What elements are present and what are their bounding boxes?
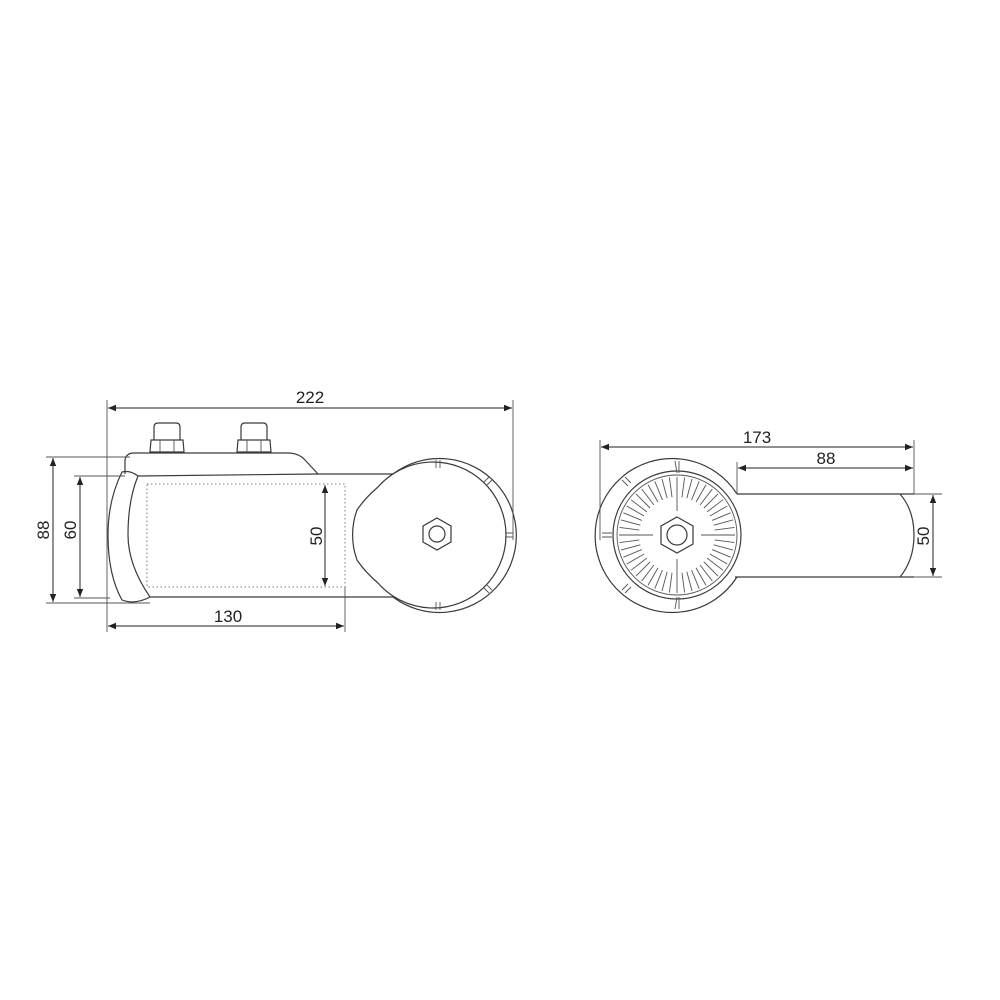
- top-inner-rim: [616, 474, 738, 596]
- fin-line: [709, 505, 728, 517]
- fin-line: [654, 481, 663, 501]
- fin-line: [668, 572, 673, 593]
- fin-line: [681, 477, 686, 498]
- top-view: 173 88 50: [594, 428, 942, 614]
- dim-label-overall-length: 222: [296, 388, 324, 407]
- dim-label-insertion-depth: 130: [214, 607, 242, 626]
- fin-line: [619, 539, 640, 544]
- fin-line: [706, 499, 724, 513]
- fin-line: [681, 572, 686, 593]
- fin-line: [713, 519, 734, 526]
- fin-line: [686, 571, 693, 592]
- fin-line: [713, 544, 734, 551]
- fin-line: [668, 477, 673, 498]
- fin-line: [635, 561, 651, 577]
- fin-line: [661, 478, 668, 499]
- fin-line: [695, 484, 707, 503]
- fin-line: [714, 539, 735, 544]
- radial-fins: [619, 477, 735, 593]
- dim-label-pole-diameter: 50: [307, 527, 326, 546]
- fin-line: [626, 553, 645, 565]
- fin-line: [661, 571, 668, 592]
- fin-line: [654, 569, 663, 589]
- fin-line: [619, 526, 640, 531]
- body-top-edge: [137, 473, 393, 477]
- fin-line: [699, 564, 713, 582]
- fin-line: [626, 505, 645, 517]
- fin-line: [620, 519, 641, 526]
- pole-outline-hidden: [146, 483, 346, 588]
- fin-line: [641, 564, 655, 582]
- bolt-2: [236, 422, 272, 453]
- fin-line: [695, 567, 707, 586]
- top-ring-tabs: [602, 460, 680, 610]
- top-nut-bore: [666, 524, 688, 546]
- bolt-1: [149, 422, 185, 453]
- fin-line: [714, 526, 735, 531]
- dim-label-tube-diameter: 50: [914, 527, 933, 546]
- dim-label-tube-length: 88: [817, 449, 836, 468]
- fin-line: [647, 567, 659, 586]
- fin-line: [691, 481, 700, 501]
- fin-line: [703, 561, 719, 577]
- collar: [107, 470, 151, 603]
- fin-line: [691, 569, 700, 589]
- top-extension-lines: [599, 440, 942, 578]
- fin-line: [647, 484, 659, 503]
- fin-line: [699, 488, 713, 506]
- fin-line: [635, 493, 651, 509]
- hex-nut-icon: [422, 517, 452, 551]
- fin-line: [711, 549, 731, 558]
- fin-line: [641, 488, 655, 506]
- fin-line: [630, 499, 648, 513]
- nut-bore: [428, 525, 446, 543]
- dim-label-collar-height: 60: [61, 521, 80, 540]
- extension-lines: [46, 400, 514, 632]
- tube: [735, 493, 915, 578]
- fin-line: [709, 553, 728, 565]
- top-outer-ring: [594, 457, 738, 614]
- fin-line: [703, 493, 719, 509]
- head-inner-disc: [351, 461, 507, 609]
- fin-line: [711, 512, 731, 521]
- fin-line: [623, 549, 643, 558]
- fin-line: [623, 512, 643, 521]
- fin-line: [630, 557, 648, 571]
- ring-tabs: [435, 460, 513, 610]
- top-hex-nut-icon: [660, 516, 694, 554]
- dim-label-top-overall-length: 173: [743, 428, 771, 447]
- head-outer-ring: [392, 457, 517, 614]
- dim-label-overall-height: 88: [34, 521, 53, 540]
- clamp-top-plate: [124, 452, 319, 475]
- fin-line: [706, 557, 724, 571]
- fin-line: [686, 478, 693, 499]
- fin-line: [620, 544, 641, 551]
- side-view: 222 88 60 50 130: [34, 388, 517, 632]
